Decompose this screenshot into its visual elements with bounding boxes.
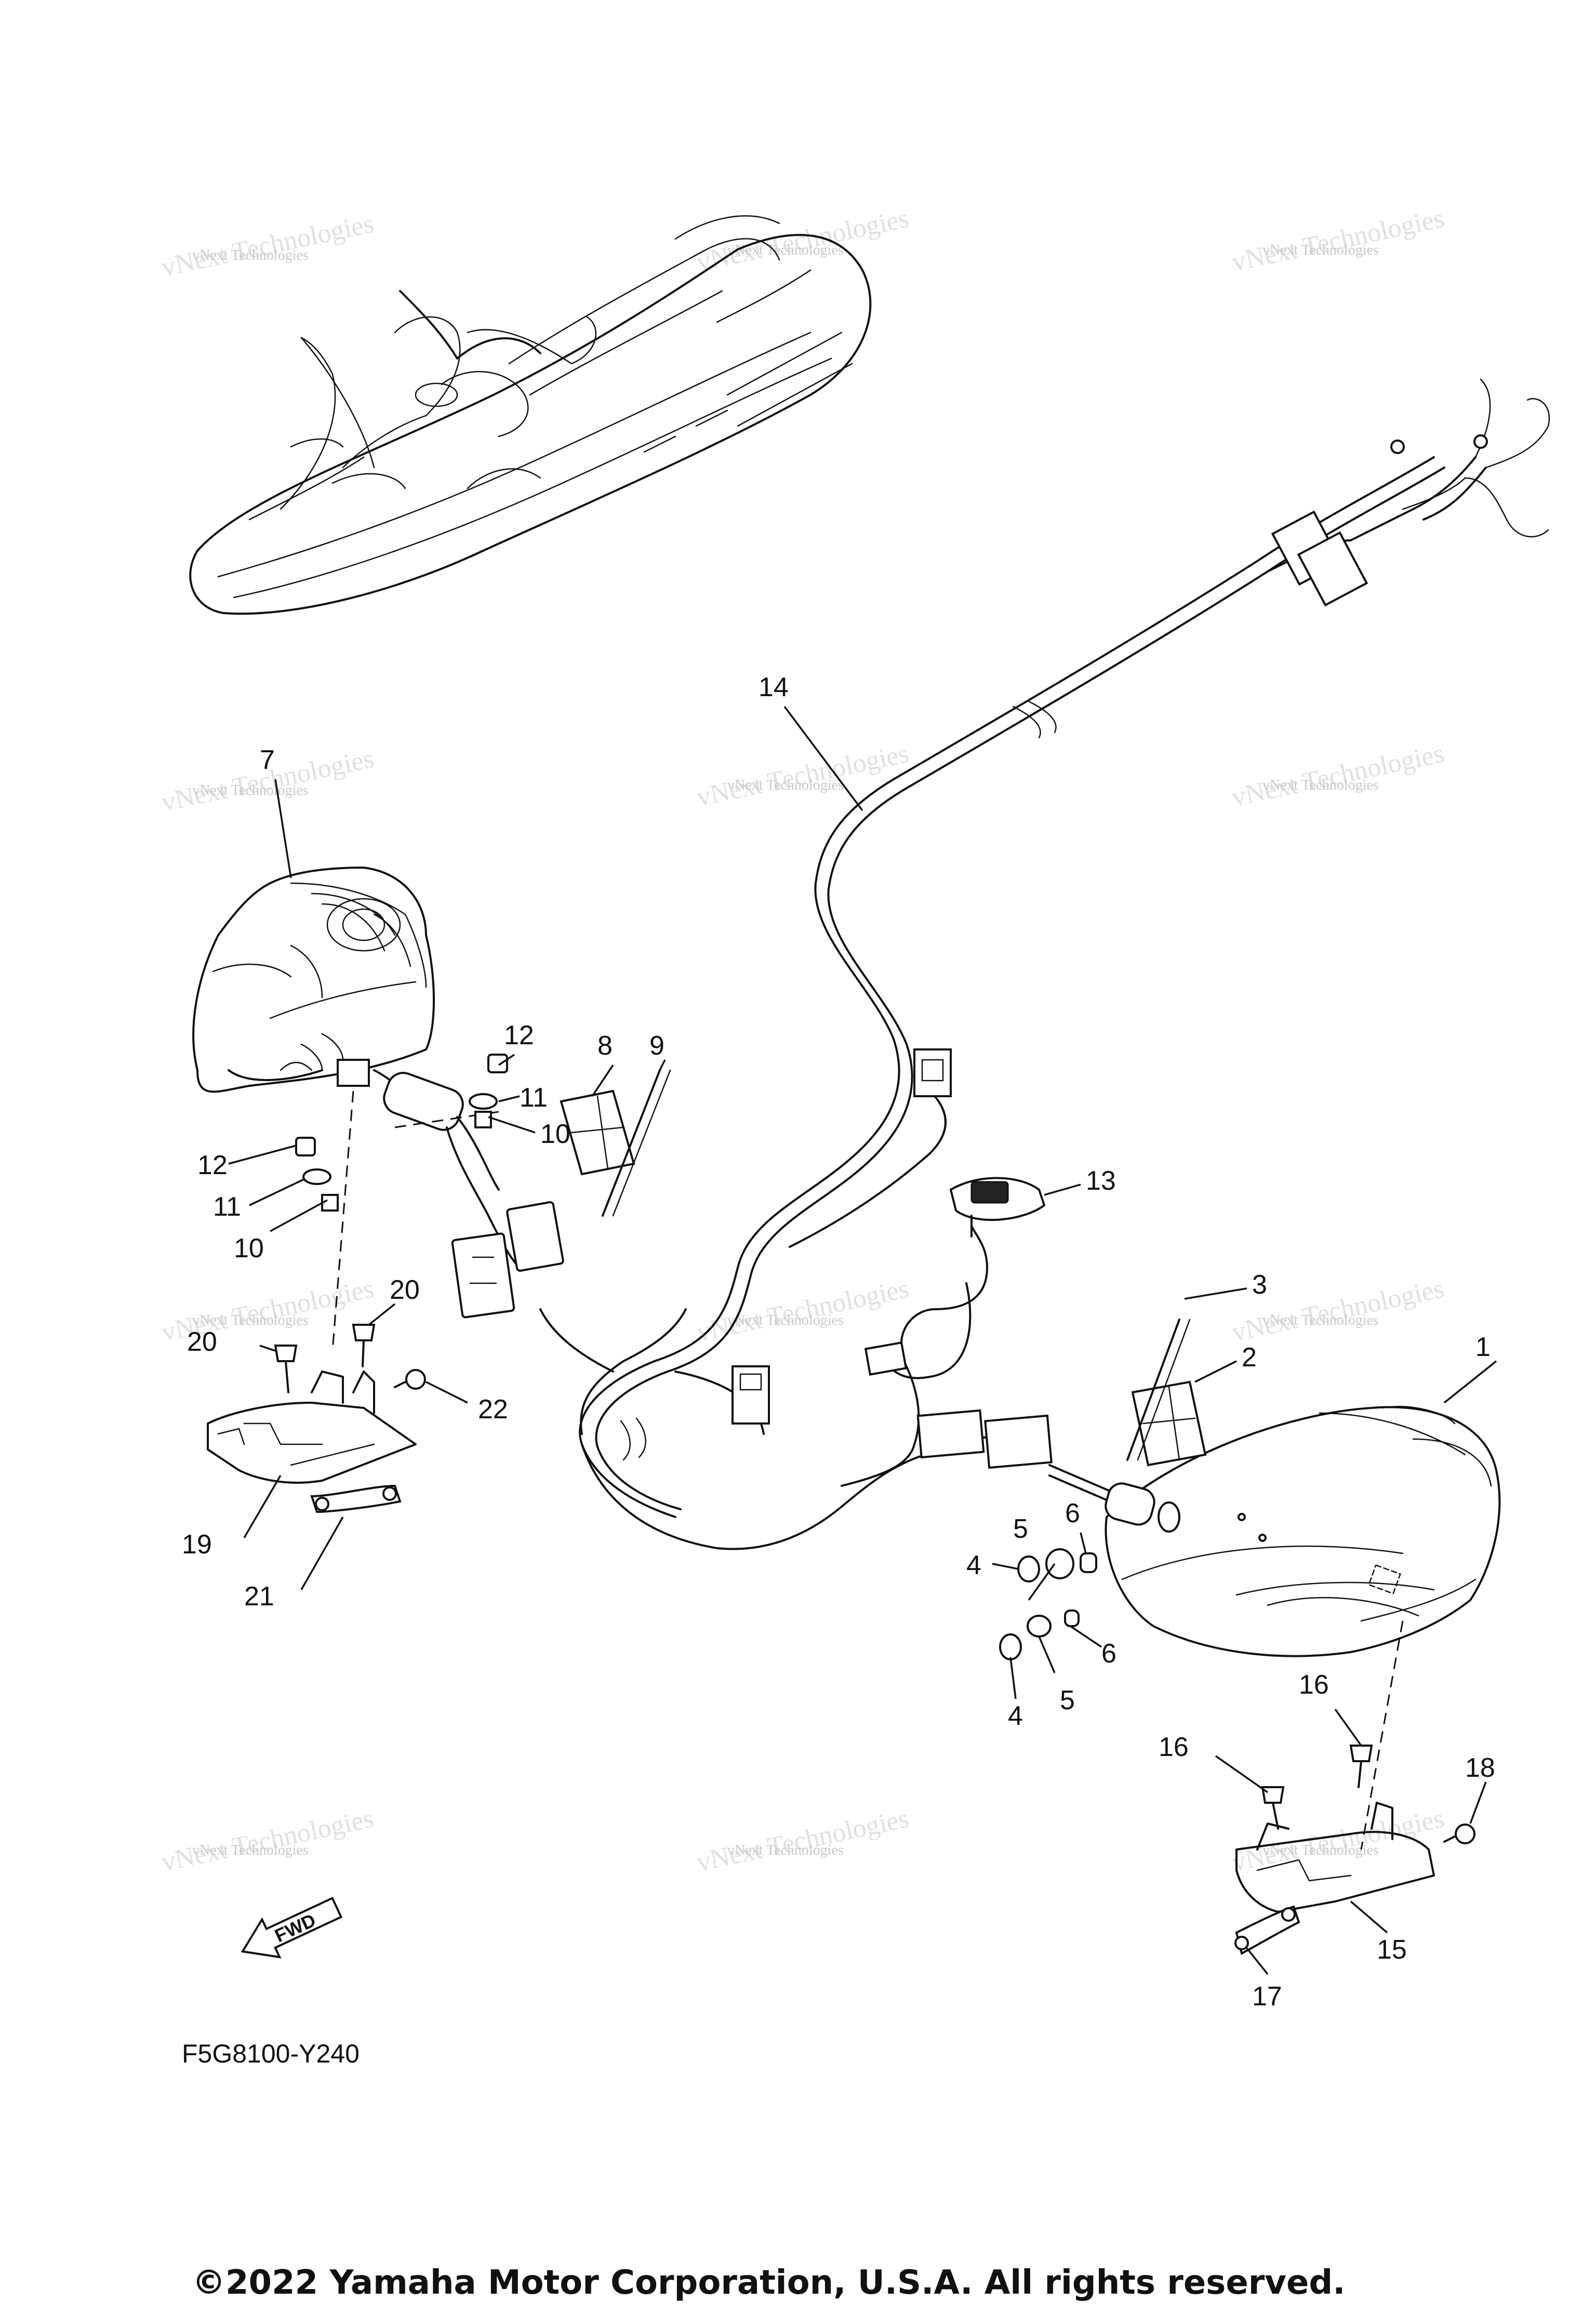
part-12-grommet: [487, 1054, 508, 1073]
part-5-washer: [1045, 1548, 1074, 1579]
watermark-line1: vNext Technologies: [192, 1842, 309, 1858]
watermark-line1: vNext Technologies: [1262, 242, 1379, 258]
callout-19: 19: [182, 1529, 212, 1560]
part-21-plate: [310, 1484, 402, 1513]
callout-4: 4: [966, 1550, 981, 1580]
watercraft-illustration: [189, 215, 872, 615]
callout-16: 16: [1159, 1732, 1189, 1762]
callout-16: 16: [1299, 1670, 1329, 1700]
callout-15: 15: [1377, 1935, 1407, 1965]
callout-11: 11: [520, 1083, 548, 1113]
watermark: vNext Technologies vNext Technologies: [1229, 204, 1446, 277]
watermark: vNext Technologies vNext Technologies: [694, 739, 911, 813]
watermark-line2: vNext Technologies: [694, 1804, 911, 1878]
fwd-arrow: FWD: [241, 1896, 343, 1959]
callout-9: 9: [649, 1031, 664, 1061]
watermark-line2: vNext Technologies: [1229, 739, 1446, 813]
callout-4: 4: [1008, 1701, 1023, 1731]
watermark-line2: vNext Technologies: [694, 204, 911, 277]
part-4-screw: [1017, 1555, 1040, 1582]
watermark: vNext Technologies vNext Technologies: [694, 1274, 911, 1348]
part-12-grommet: [295, 1137, 316, 1156]
part-13-switch: [950, 1177, 1045, 1238]
watermarks: vNext Technologies vNext Technologies vN…: [159, 204, 1446, 1878]
callout-11: 11: [213, 1192, 241, 1222]
callout-22: 22: [478, 1394, 508, 1425]
watermark: vNext Technologies vNext Technologies: [159, 1804, 376, 1878]
watermark-line1: vNext Technologies: [727, 242, 844, 258]
watermark-line1: vNext Technologies: [727, 1312, 844, 1328]
watermark: vNext Technologies vNext Technologies: [159, 209, 376, 283]
watermark-line1: vNext Technologies: [192, 1312, 309, 1328]
callout-10: 10: [234, 1233, 264, 1263]
wire-harness: [539, 378, 1550, 1550]
part-2-label: [1131, 1380, 1207, 1467]
callout-7: 7: [260, 745, 275, 775]
callout-leaders: [228, 706, 1497, 1975]
callout-20: 20: [390, 1275, 420, 1305]
callout-12: 12: [504, 1020, 534, 1050]
part-1-housing: [1048, 1406, 1501, 1850]
callout-10: 10: [540, 1119, 570, 1149]
part-10-bolt: [474, 1111, 492, 1128]
watermark-line2: vNext Technologies: [694, 1274, 911, 1348]
part-6-grommet: [1064, 1609, 1080, 1627]
callout-12: 12: [197, 1150, 228, 1180]
callout-18: 18: [1465, 1753, 1495, 1783]
part-11-washer: [469, 1093, 498, 1110]
part-6-grommet: [1080, 1552, 1097, 1573]
part-15-bracket: [1234, 1745, 1475, 1955]
callout-numbers: 1 2 3 4 4 5 5 6 6 7 8 9 10 10 11 11 12 1…: [182, 672, 1495, 2012]
watermark-line1: vNext Technologies: [1262, 1312, 1379, 1328]
copyright-notice: ©2022 Yamaha Motor Corporation, U.S.A. A…: [192, 2264, 1346, 2302]
callout-21: 21: [244, 1581, 274, 1612]
hardware-set-right: [999, 1548, 1097, 1660]
part-10-bolt: [321, 1194, 339, 1212]
watermark: vNext Technologies vNext Technologies: [694, 1804, 911, 1878]
watermark-line2: vNext Technologies: [1229, 204, 1446, 277]
part-5-washer: [1027, 1615, 1052, 1638]
watermark-line1: vNext Technologies: [727, 1842, 844, 1858]
watermark-line1: vNext Technologies: [1262, 777, 1379, 793]
watermark-line2: vNext Technologies: [159, 209, 376, 283]
watermark-line2: vNext Technologies: [694, 739, 911, 813]
watermark-line1: vNext Technologies: [1262, 1842, 1379, 1858]
watermark: vNext Technologies vNext Technologies: [1229, 739, 1446, 813]
watermark: vNext Technologies vNext Technologies: [694, 204, 911, 277]
callout-6: 6: [1101, 1639, 1116, 1669]
part-19-bracket: [207, 1324, 426, 1513]
right-label-tie: [1126, 1319, 1207, 1467]
callout-13: 13: [1086, 1166, 1116, 1196]
watermark-line1: vNext Technologies: [192, 247, 309, 263]
callout-20: 20: [187, 1327, 217, 1357]
callout-1: 1: [1475, 1332, 1491, 1362]
callout-17: 17: [1252, 1981, 1282, 2012]
part-7-housing: [192, 867, 564, 1351]
callout-2: 2: [1242, 1342, 1257, 1373]
callout-5: 5: [1013, 1514, 1028, 1544]
callout-5: 5: [1060, 1685, 1075, 1715]
watermark-line1: vNext Technologies: [727, 777, 844, 793]
watermark-line2: vNext Technologies: [159, 1804, 376, 1878]
drawing-code: F5G8100-Y240: [182, 2039, 360, 2068]
part-11-washer: [302, 1168, 331, 1185]
callout-3: 3: [1252, 1270, 1267, 1300]
watermark-line1: vNext Technologies: [192, 782, 309, 799]
callout-6: 6: [1065, 1498, 1080, 1528]
part-4-screw: [999, 1633, 1022, 1660]
callout-8: 8: [597, 1031, 613, 1061]
hardware-set-left: [295, 1054, 671, 1217]
callout-14: 14: [759, 672, 789, 702]
